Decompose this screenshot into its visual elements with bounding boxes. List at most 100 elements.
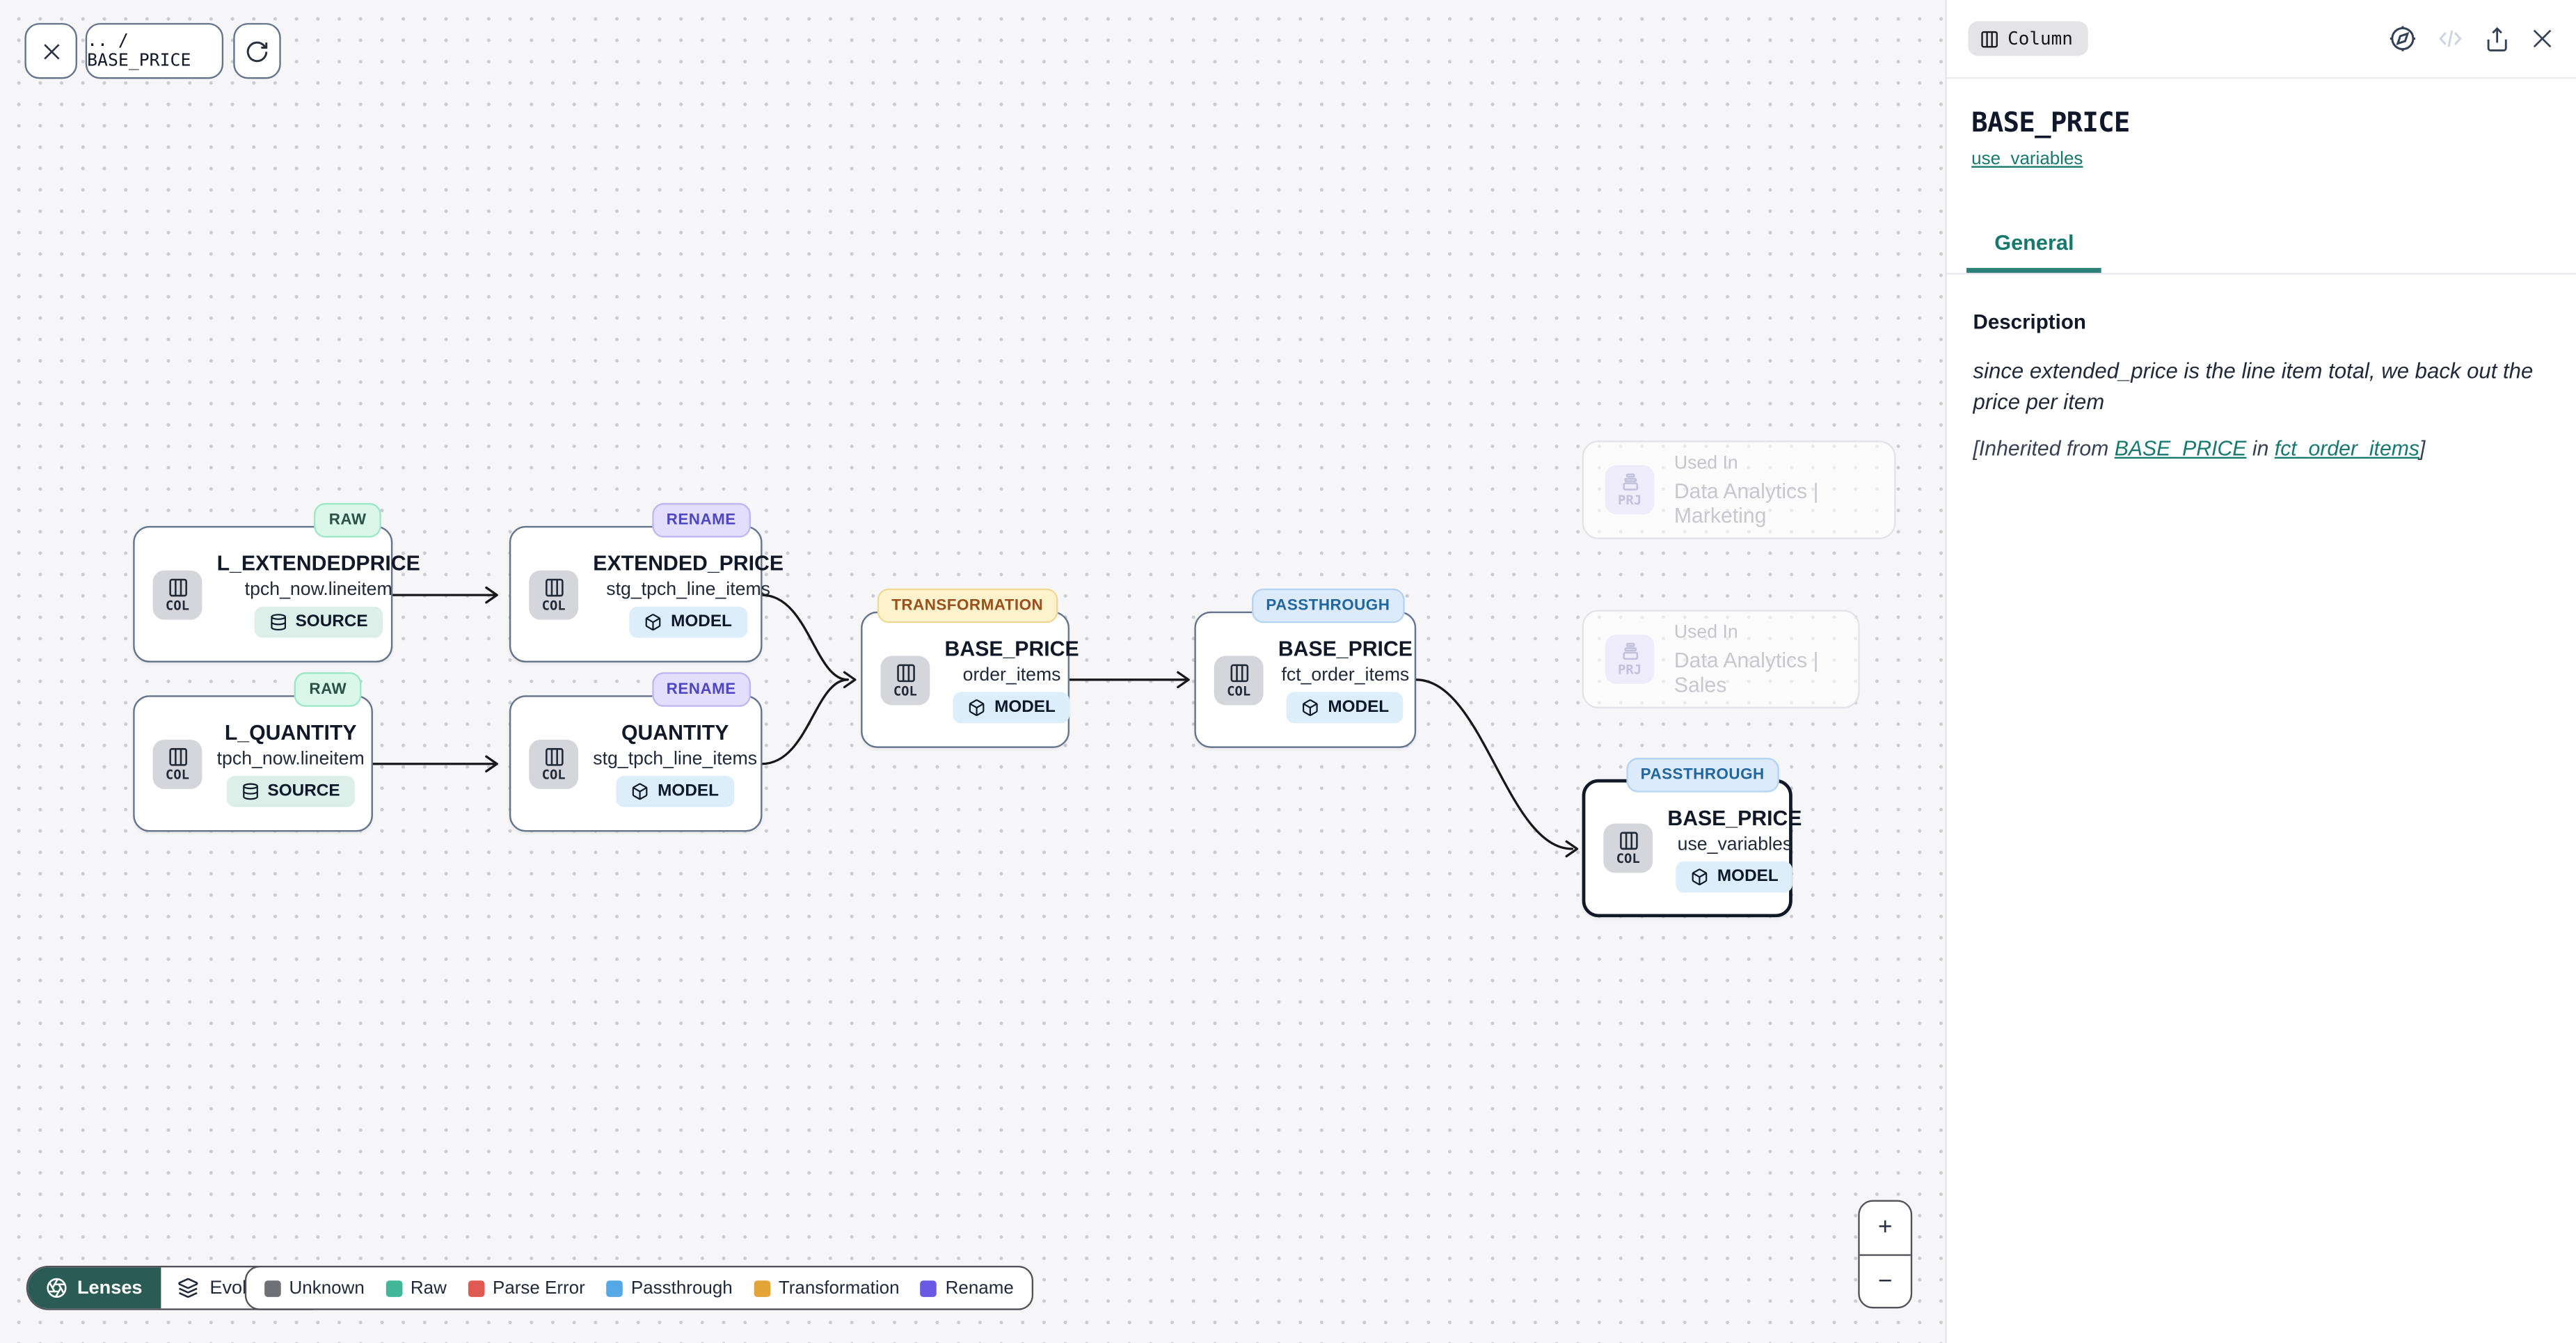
legend-item-rename: Rename [921, 1278, 1014, 1298]
legend-item-parse-error: Parse Error [468, 1278, 585, 1298]
refresh-icon [246, 40, 268, 61]
columns-icon [168, 578, 186, 596]
evolution-badge-passthrough: PASSTHROUGH [1251, 588, 1405, 623]
lineage-canvas[interactable]: .. / BASE_PRICE PRJ Used In Data Analyti… [0, 0, 1946, 1343]
node-base-price-order-items[interactable]: TRANSFORMATION COL BASE_PRICE order_item… [861, 588, 1079, 748]
node-subtitle: stg_tpch_line_items [606, 580, 771, 601]
explore-button[interactable] [2389, 24, 2417, 52]
project-type-chip: PRJ [1605, 465, 1655, 515]
node-title: BASE_PRICE [944, 636, 1079, 661]
column-type-chip: COL [880, 655, 930, 705]
node-l-quantity[interactable]: RAW COL L_QUANTITY tpch_now.lineitem SOU… [133, 672, 373, 832]
columns-icon [896, 663, 914, 681]
refresh-button[interactable] [233, 23, 281, 79]
breadcrumb[interactable]: .. / BASE_PRICE [85, 23, 224, 79]
share-button[interactable] [2484, 26, 2511, 52]
close-panel-button[interactable] [2530, 26, 2554, 51]
node-subtitle: use_variables [1677, 834, 1792, 855]
lenses-button[interactable]: Lenses [28, 1267, 161, 1309]
inherited-note: [Inherited from BASE_PRICE in fct_order_… [1973, 436, 2426, 461]
details-panel: Column BASE_PRICE use_variables [1945, 0, 2576, 1343]
breadcrumb-label: .. / BASE_PRICE [87, 31, 191, 71]
tab-general[interactable]: General [1966, 217, 2102, 273]
close-lineage-button[interactable] [24, 23, 77, 79]
database-icon [270, 614, 286, 631]
node-subtitle: stg_tpch_line_items [593, 749, 758, 770]
legend-swatch [921, 1280, 937, 1296]
model-link[interactable]: use_variables [1971, 149, 2083, 170]
database-icon [242, 783, 258, 800]
columns-icon [544, 747, 563, 765]
node-subtitle: order_items [962, 665, 1061, 686]
compass-icon [2390, 26, 2415, 51]
lenses-control: Lenses Evolution [26, 1265, 334, 1310]
panel-tabs: General [1946, 217, 2576, 275]
used-in-card-sales[interactable]: PRJ Used In Data Analytics | Sales [1582, 610, 1860, 709]
node-base-price-use-variables[interactable]: PASSTHROUGH COL BASE_PRICE use_variables… [1582, 758, 1802, 918]
legend-swatch [264, 1280, 281, 1296]
project-icon [1622, 473, 1637, 491]
node-extended-price[interactable]: RENAME COL EXTENDED_PRICE stg_tpch_line_… [509, 502, 784, 663]
cube-icon [1303, 699, 1319, 716]
column-type-chip: COL [529, 738, 579, 788]
inherited-model-link[interactable]: fct_order_items [2274, 436, 2420, 461]
project-type-chip: PRJ [1605, 634, 1655, 684]
description-text: since extended_price is the line item to… [1973, 358, 2534, 415]
share-icon [2487, 26, 2507, 51]
cube-icon [633, 783, 649, 800]
evolution-badge-transformation: TRANSFORMATION [876, 588, 1058, 623]
entity-type-badge: Column [1968, 21, 2088, 56]
node-subtitle: tpch_now.lineitem [244, 580, 392, 601]
description-section: Description since extended_price is the … [1947, 275, 2576, 464]
used-in-label: Used In [1673, 622, 1738, 642]
evolution-badge-rename: RENAME [651, 672, 751, 707]
legend-item-transformation: Transformation [754, 1278, 900, 1298]
used-in-name: Data Analytics | Marketing [1673, 477, 1819, 527]
node-title: L_EXTENDEDPRICE [216, 550, 420, 575]
columns-icon [168, 747, 186, 765]
close-icon [2533, 29, 2552, 48]
node-title: L_QUANTITY [224, 720, 357, 745]
legend-swatch [754, 1280, 771, 1296]
columns-icon [544, 578, 563, 596]
evolution-badge-raw: RAW [294, 672, 362, 707]
node-base-price-fct-order-items[interactable]: PASSTHROUGH COL BASE_PRICE fct_order_ite… [1194, 588, 1417, 748]
node-subtitle: fct_order_items [1281, 665, 1410, 686]
columns-icon [1230, 663, 1248, 681]
column-type-chip: COL [529, 569, 579, 619]
model-pill: MODEL [1676, 860, 1793, 892]
evolution-badge-passthrough: PASSTHROUGH [1625, 758, 1779, 793]
aperture-icon [47, 1278, 67, 1298]
inherited-column-link[interactable]: BASE_PRICE [2114, 436, 2247, 461]
evolution-badge-raw: RAW [314, 502, 381, 538]
model-pill: MODEL [1287, 692, 1404, 724]
node-quantity[interactable]: RENAME COL QUANTITY stg_tpch_line_items … [509, 672, 763, 832]
columns-icon [1619, 832, 1637, 850]
zoom-control: + − [1858, 1200, 1913, 1309]
column-type-chip: COL [152, 738, 202, 788]
node-l-extendedprice[interactable]: RAW COL L_EXTENDEDPRICE tpch_now.lineite… [133, 502, 420, 663]
description-heading: Description [1973, 310, 2086, 334]
cube-icon [646, 614, 662, 631]
zoom-in-button[interactable]: + [1877, 1213, 1893, 1242]
panel-title: BASE_PRICE [1971, 106, 2130, 138]
node-title: BASE_PRICE [1278, 636, 1413, 661]
zoom-out-button[interactable]: − [1859, 1253, 1911, 1307]
source-pill: SOURCE [254, 606, 383, 638]
code-button[interactable] [2436, 24, 2464, 52]
cube-icon [1692, 868, 1708, 885]
node-title: QUANTITY [621, 720, 729, 745]
node-title: BASE_PRICE [1667, 804, 1802, 829]
evolution-badge-rename: RENAME [651, 502, 751, 538]
columns-icon [1981, 30, 1998, 47]
model-pill: MODEL [953, 692, 1071, 724]
legend-item-passthrough: Passthrough [606, 1278, 733, 1298]
used-in-card-marketing[interactable]: PRJ Used In Data Analytics | Marketing [1582, 440, 1896, 539]
model-pill: MODEL [617, 776, 734, 807]
layers-icon [177, 1278, 198, 1298]
project-icon [1622, 642, 1637, 660]
evolution-legend: Unknown Raw Parse Error Passthrough Tran… [244, 1265, 1034, 1310]
legend-swatch [606, 1280, 623, 1296]
legend-swatch [468, 1280, 485, 1296]
